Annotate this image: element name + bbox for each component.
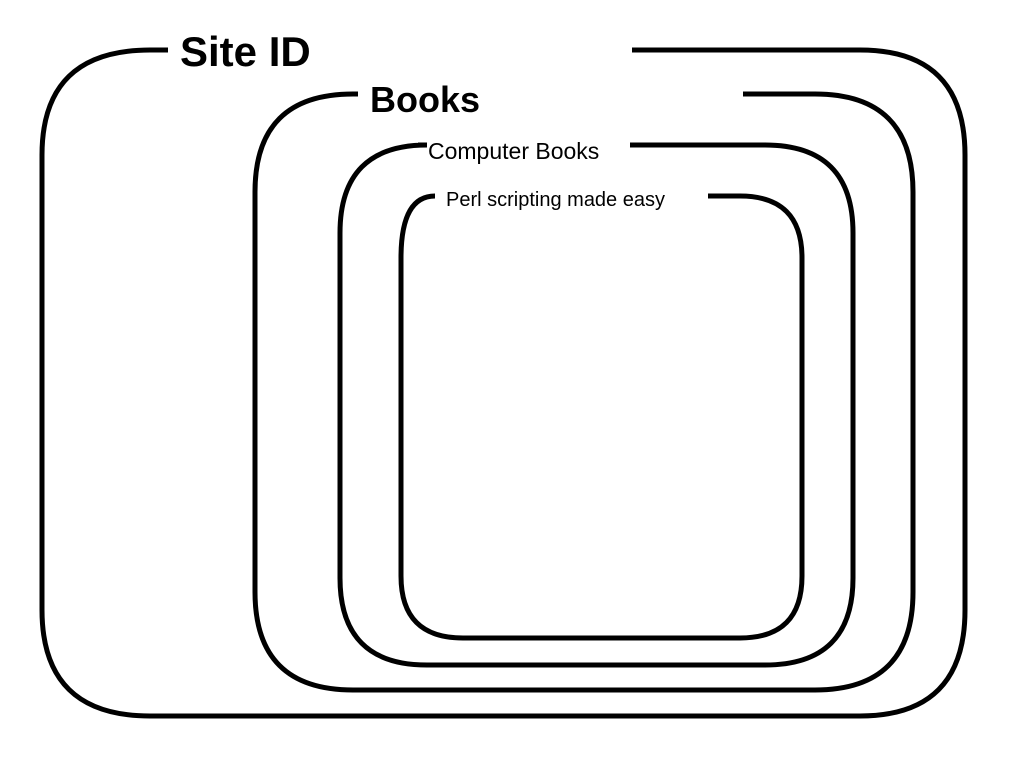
box-computer-books-label: Computer Books bbox=[428, 138, 599, 164]
box-site-id-outline bbox=[39, 47, 968, 719]
box-books-label: Books bbox=[370, 79, 480, 120]
box-perl-scripting-label: Perl scripting made easy bbox=[446, 189, 665, 211]
box-computer-books: Computer Books bbox=[337, 138, 856, 668]
box-books-outline bbox=[252, 91, 916, 693]
box-perl-scripting: Perl scripting made easy bbox=[398, 189, 805, 641]
box-site-id: Site ID bbox=[39, 28, 968, 719]
box-site-id-label: Site ID bbox=[180, 28, 311, 75]
box-computer-books-outline bbox=[337, 142, 856, 668]
box-perl-scripting-outline bbox=[398, 193, 805, 641]
box-books: Books bbox=[252, 79, 916, 693]
